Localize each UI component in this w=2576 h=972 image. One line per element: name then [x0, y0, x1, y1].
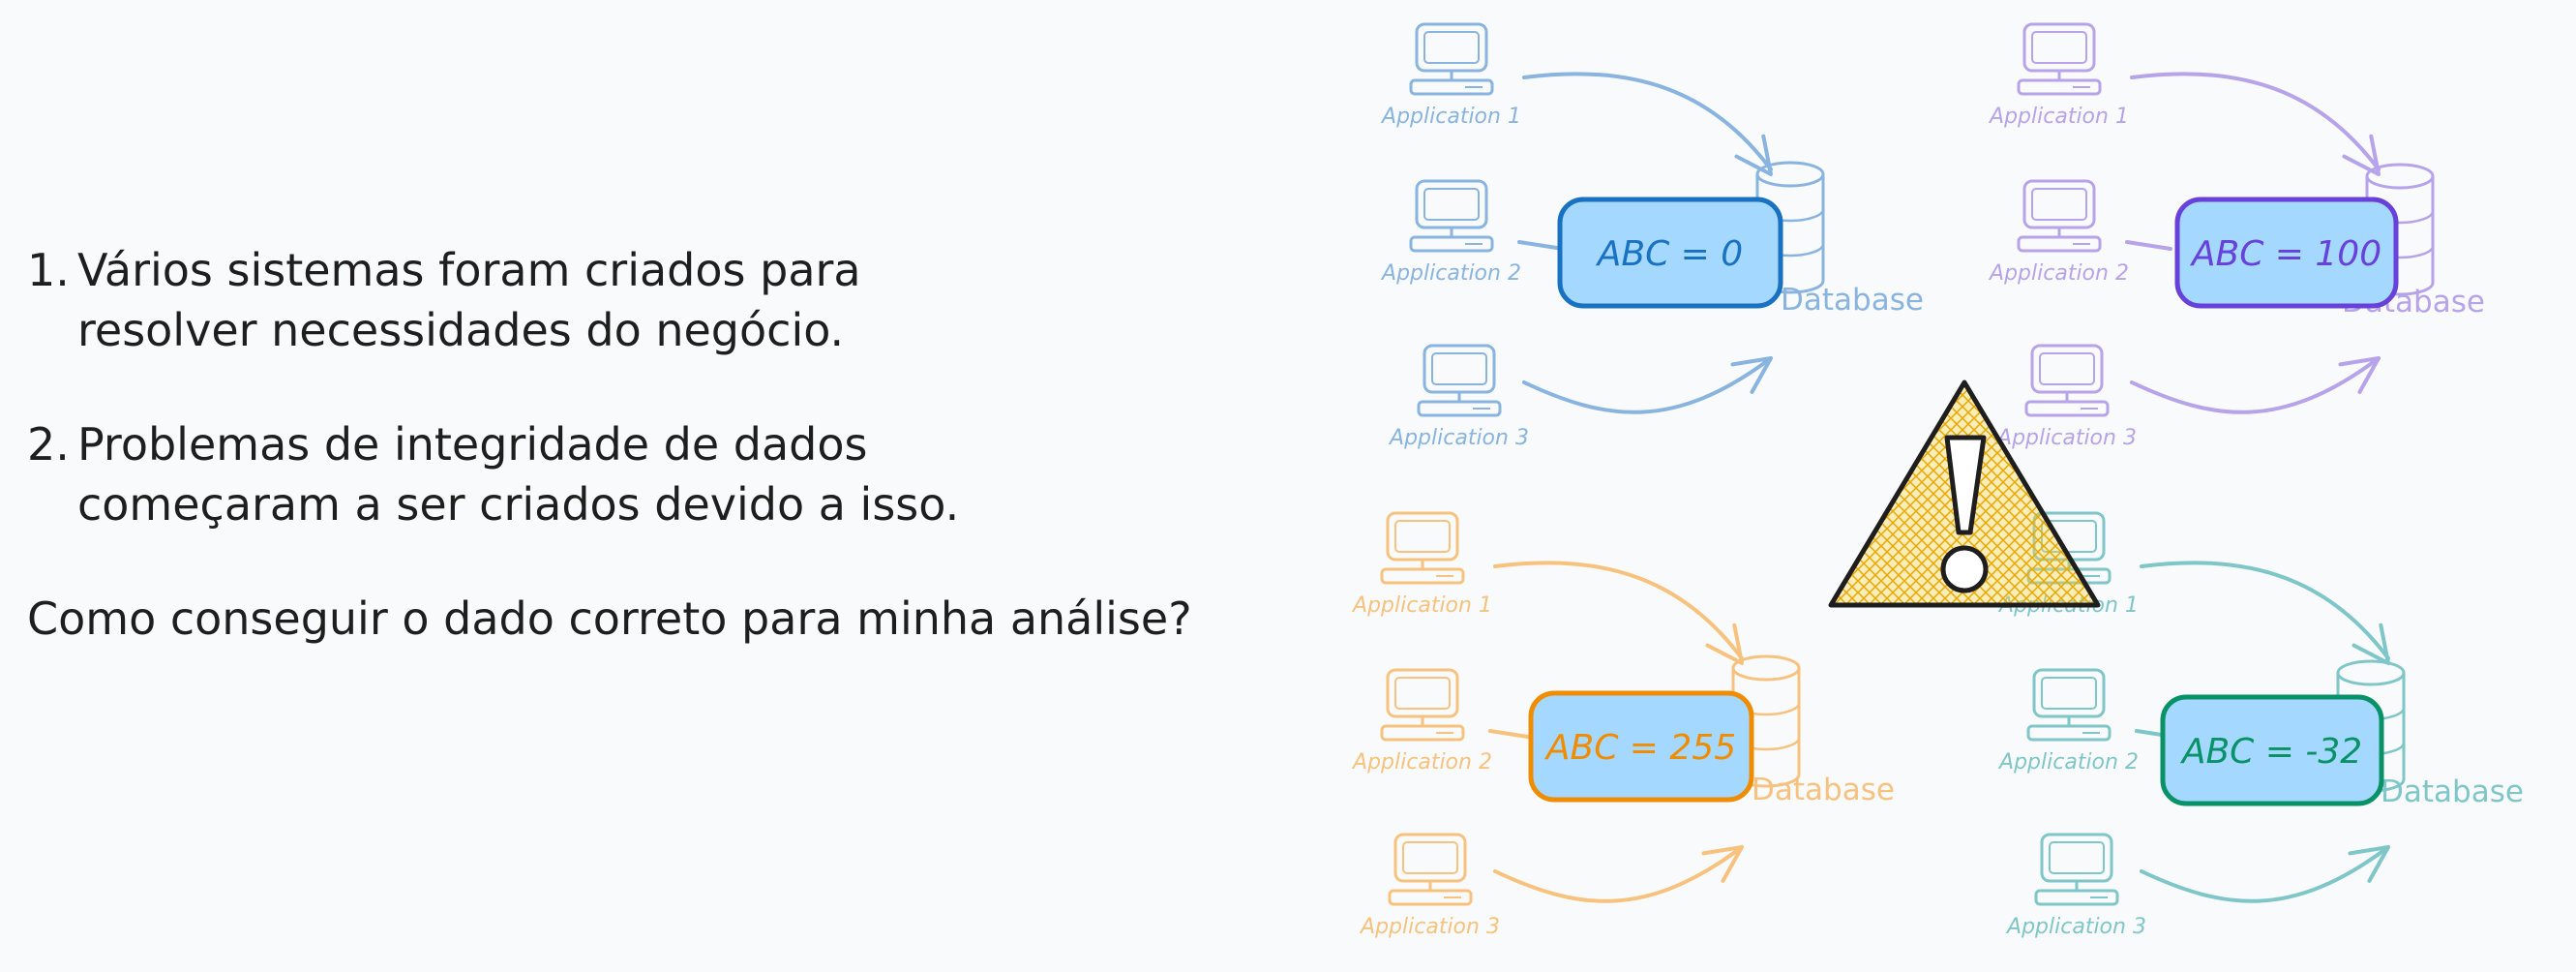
database-label: Database: [1752, 773, 1895, 807]
connector-arrow: [1522, 72, 1773, 171]
app-label: Application 1: [1380, 105, 1521, 129]
intro-item-1: 1. Vários sistemas foram criados para re…: [27, 240, 959, 360]
item-line: Vários sistemas foram criados para: [77, 244, 861, 296]
item-line: resolver necessidades do negócio.: [77, 304, 845, 356]
intro-item-2: 2. Problemas de integridade de dados com…: [27, 414, 959, 534]
cluster-3: Application 1 Application 2 Application 3 D…: [1351, 511, 1895, 939]
warning-icon: [1828, 380, 2101, 608]
app-label: Application 2: [1380, 261, 1521, 286]
computer-icon: [1409, 179, 1494, 253]
value-label: ABC = -32: [2180, 732, 2362, 772]
connector-arrow: [1493, 561, 1744, 660]
value-box: [2160, 694, 2384, 806]
app-label: Application 3: [2005, 915, 2146, 939]
item-number: 2.: [27, 418, 70, 471]
item-line: Problemas de integridade de dados: [77, 418, 868, 471]
computer-icon: [1380, 511, 1465, 585]
connector-line: [1488, 729, 1536, 740]
app-label: Application 3: [1388, 426, 1529, 450]
value-label: ABC = 100: [2190, 234, 2381, 274]
value-box: [2174, 197, 2399, 309]
question-text: Como conseguir o dado correto para minha…: [27, 592, 1192, 645]
computer-icon: [2017, 179, 2102, 253]
computer-icon: [2024, 344, 2110, 417]
computer-icon: [2034, 833, 2119, 906]
database-label: Database: [2381, 775, 2524, 809]
item-number: 1.: [27, 244, 70, 296]
computer-icon: [2026, 668, 2112, 742]
database-label: Database: [1781, 283, 1924, 318]
app-label: Application 3: [1995, 426, 2137, 450]
computer-icon: [2017, 22, 2102, 96]
item-line: começaram a ser criados devido a isso.: [77, 478, 960, 531]
connector-arrow: [2140, 561, 2390, 660]
value-label: ABC = 0: [1596, 234, 1743, 274]
intro-list: 1. Vários sistemas foram criados para re…: [27, 240, 959, 534]
app-label: Application 2: [1351, 750, 1492, 775]
connector-line: [2125, 240, 2172, 251]
app-label: Application 1: [1351, 593, 1492, 618]
connector-arrow: [2130, 72, 2381, 171]
app-label: Application 3: [1359, 915, 1500, 939]
app-label: Application 1: [1988, 105, 2129, 129]
value-label: ABC = 255: [1544, 728, 1736, 768]
value-box: [1557, 197, 1783, 309]
value-box: [1528, 690, 1754, 803]
app-label: Application 2: [1988, 261, 2129, 286]
connector-arrow: [2140, 845, 2390, 903]
computer-icon: [1417, 344, 1502, 417]
connector-arrow: [1522, 356, 1773, 414]
connector-line: [1517, 240, 1565, 251]
connector-arrow: [1493, 845, 1744, 903]
intro-text: 1. Vários sistemas foram criados para re…: [27, 240, 959, 589]
computer-icon: [1409, 22, 1494, 96]
computer-icon: [1380, 668, 1465, 742]
cluster-1: Application 1 Application 2 Application 3 D…: [1380, 22, 1924, 450]
computer-icon: [1388, 833, 1473, 906]
connector-arrow: [2130, 356, 2381, 414]
app-label: Application 2: [1997, 750, 2139, 775]
